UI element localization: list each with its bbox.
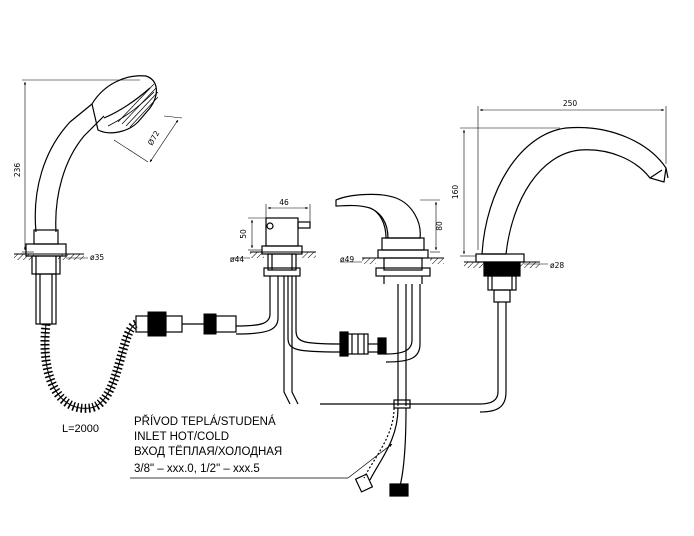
label-hose-length: L=2000 — [62, 423, 99, 435]
dim-shower-head — [113, 115, 183, 163]
counter-hatch — [58, 254, 84, 260]
counter-hatch — [464, 262, 484, 268]
label-diverter-width: 46 — [279, 198, 289, 207]
diverter-valve — [235, 217, 341, 405]
dim-diverter — [230, 204, 311, 259]
dim-mixer — [340, 199, 440, 263]
label-mixer-height: 80 — [435, 221, 444, 231]
inlet-note: PŘÍVOD TEPLÁ/STUDENÁ INLET HOT/COLD ВХОД… — [134, 415, 282, 475]
inlet-note-line2: INLET HOT/COLD — [134, 431, 229, 443]
label-diverter-base-diameter: ø44 — [230, 255, 244, 264]
shower-hose — [40, 311, 237, 413]
counter-hatch — [362, 258, 376, 264]
label-mixer-base-diameter: ø49 — [340, 255, 354, 264]
note-leader — [130, 443, 393, 479]
hand-shower — [25, 75, 159, 325]
bath-spout — [320, 126, 669, 413]
label-shower-head-diameter: Ø72 — [146, 129, 162, 147]
counter-hatch — [302, 252, 316, 258]
inlet-note-line1: PŘÍVOD TEPLÁ/STUDENÁ — [134, 415, 276, 428]
inlet-note-line3: ВХОД ТЁПЛАЯ/ХОЛОДНАЯ — [134, 446, 282, 458]
mixer-lever — [335, 193, 431, 409]
label-spout-height: 160 — [451, 185, 460, 200]
label-spout-width: 250 — [563, 99, 578, 108]
pipe-connectors — [339, 331, 387, 357]
dim-spout — [460, 106, 667, 265]
label-shower-base-diameter: ø35 — [90, 253, 104, 262]
label-shower-height: 236 — [13, 163, 22, 178]
label-diverter-height: 50 — [239, 229, 248, 239]
inlet-note-line4: 3/8" – xxx.0, 1/2" – xxx.5 — [134, 463, 260, 475]
counter-hatch — [250, 252, 264, 258]
label-spout-base-diameter: ø28 — [550, 261, 564, 270]
counter-hatch — [430, 258, 444, 264]
counter-hatch — [14, 254, 34, 260]
dim-shower-height — [22, 79, 140, 253]
inlet-hoses — [354, 407, 409, 497]
counter-hatch — [520, 262, 540, 268]
